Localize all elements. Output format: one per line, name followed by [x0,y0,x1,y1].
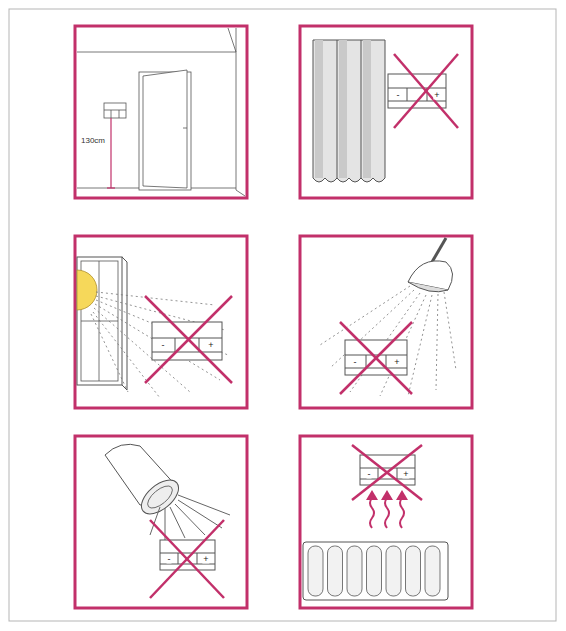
shower-head [320,238,456,396]
plus-sign: + [202,555,209,564]
radiator-fin [386,546,401,596]
panel-frames [75,26,472,608]
plus-sign: + [433,91,440,100]
height-tick [107,187,115,188]
height-dimension: 130cm [80,136,106,145]
radiator-fin [308,546,323,596]
outer-frame [9,9,556,621]
plus-sign: + [207,341,214,350]
spotlight [105,444,230,540]
minus-sign: - [167,555,172,564]
heat-arrows [370,498,404,528]
height-line [110,118,111,188]
plus-sign: + [402,470,409,479]
cross-mark [352,445,422,500]
cross-mark [150,520,224,598]
radiator-fin [328,546,343,596]
thermostat [160,540,215,570]
cross-mark [394,54,458,128]
minus-sign: - [353,358,358,367]
radiator-fin [347,546,362,596]
radiator-fin [367,546,382,596]
heat-arrowheads [366,490,408,500]
minus-sign: - [161,341,166,350]
radiator [303,542,448,600]
curtain [313,40,385,182]
thermostat [360,455,415,485]
cross-mark [145,296,232,383]
radiator-fin [406,546,421,596]
plus-sign: + [393,358,400,367]
radiator-fin [425,546,440,596]
minus-sign: - [367,470,372,479]
minus-sign: - [396,91,401,100]
cross-mark [340,322,412,394]
room-scene [77,28,245,196]
